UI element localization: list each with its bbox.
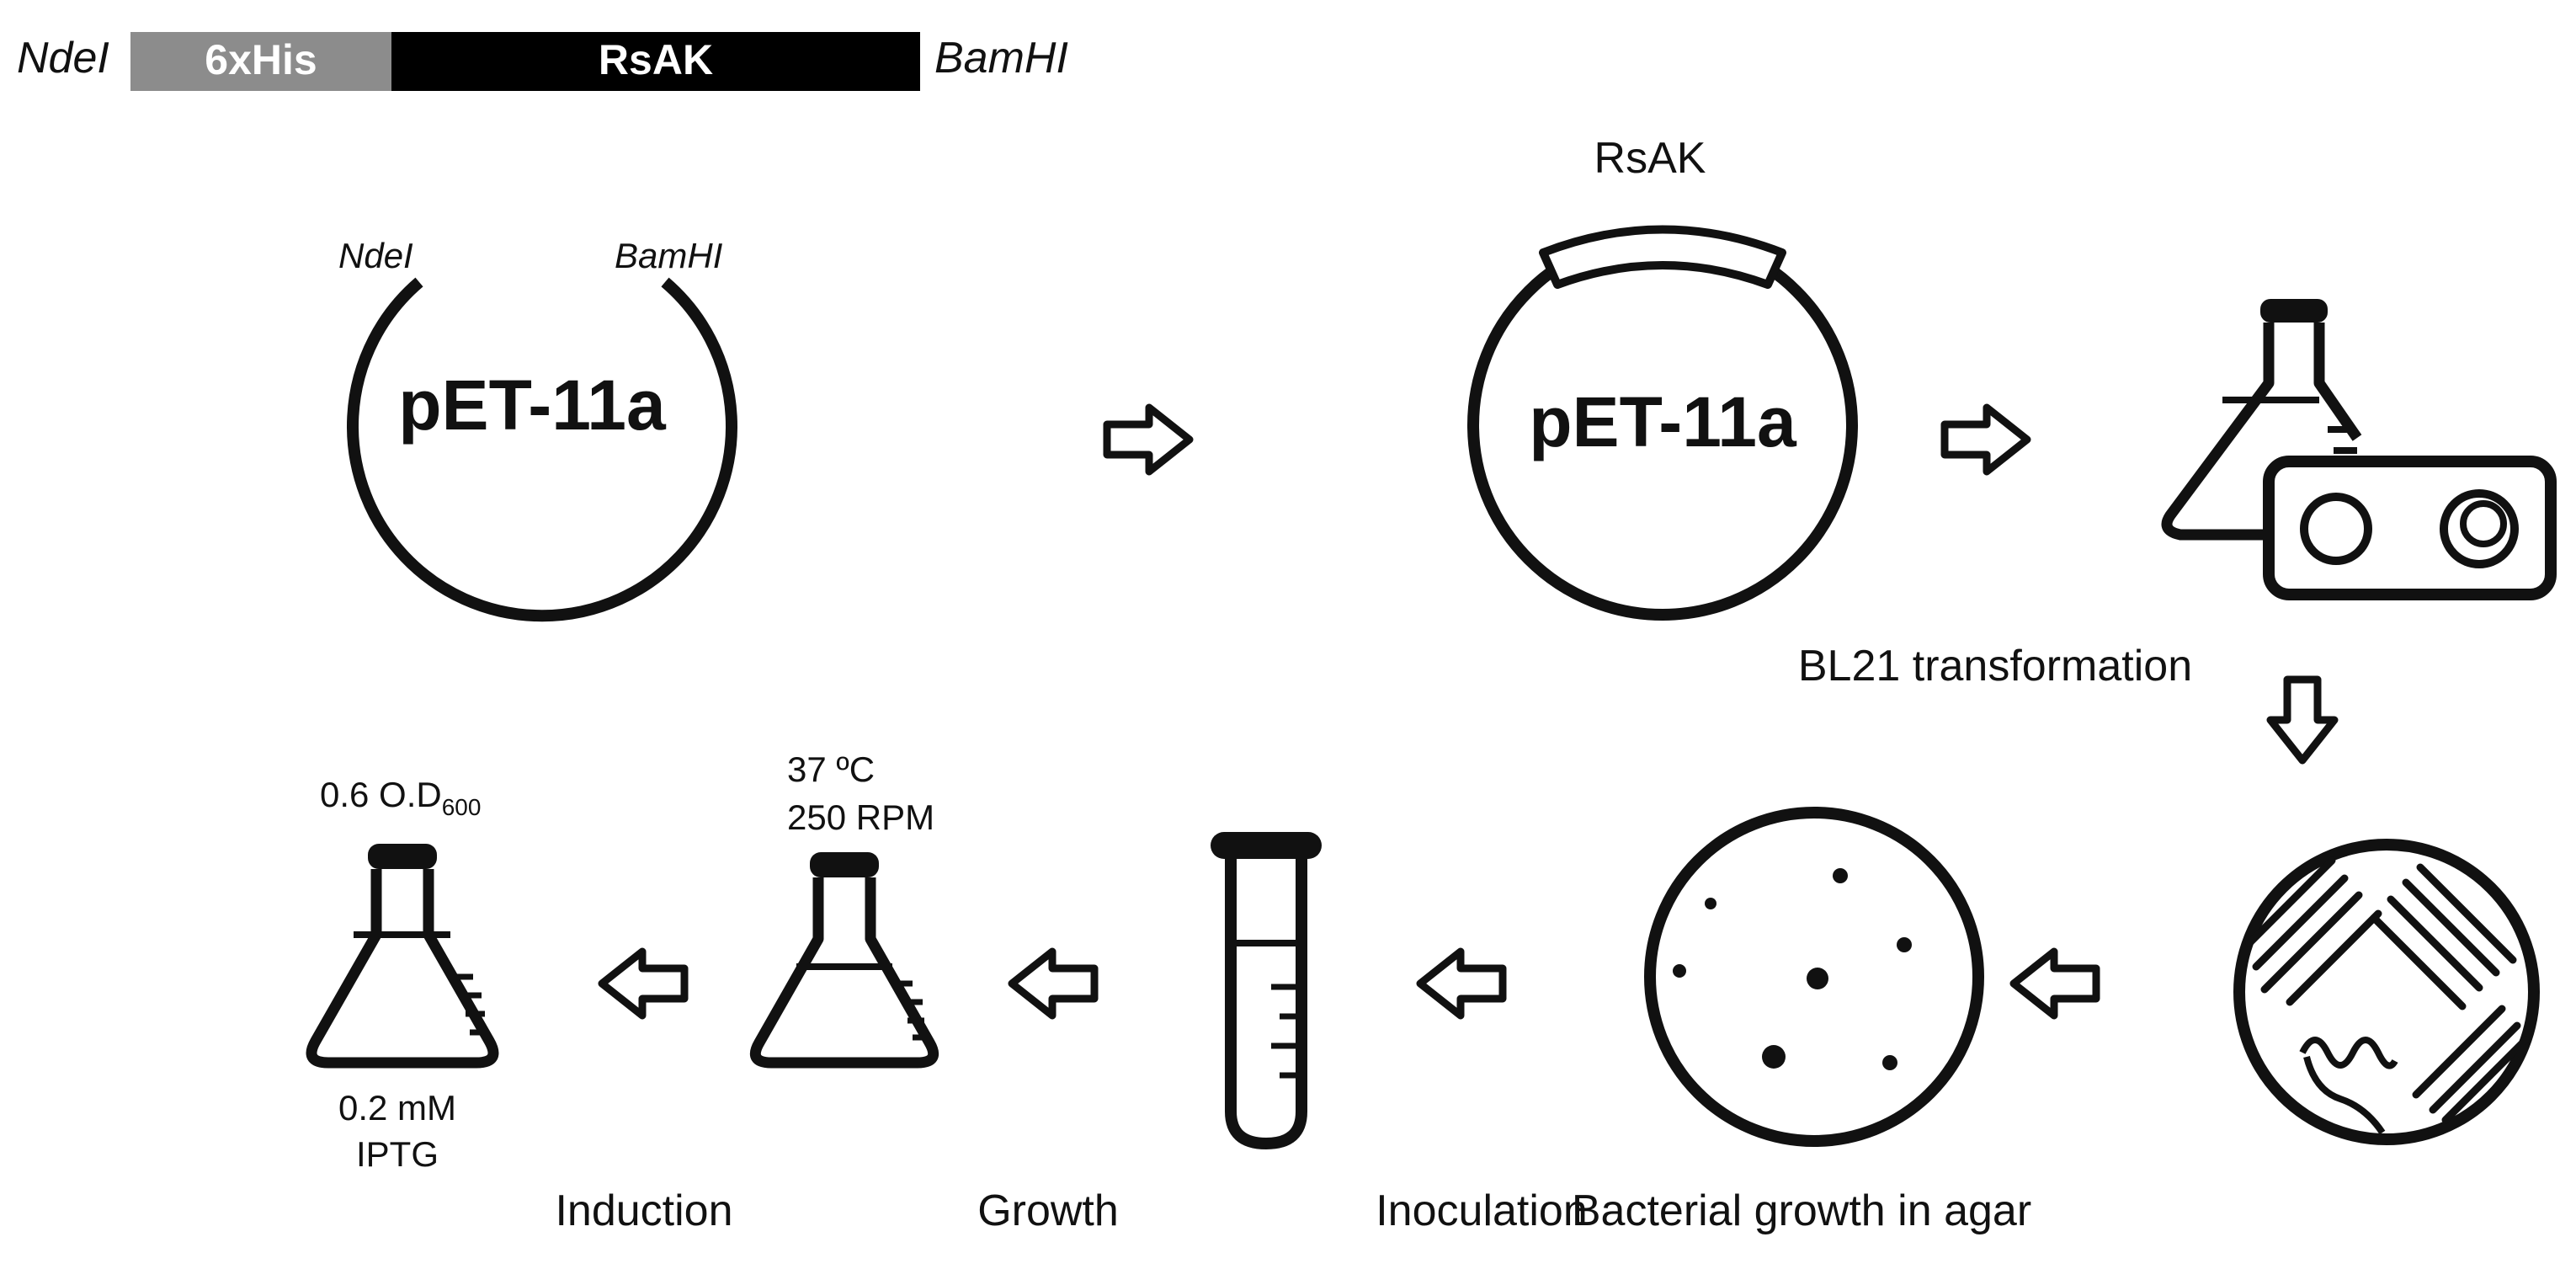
flask-icon bbox=[749, 852, 939, 1069]
arrow-icon bbox=[598, 947, 689, 1020]
iptg-concentration-label: 0.2 mM bbox=[338, 1088, 456, 1128]
empty-vector: NdeI BamHI pET-11a bbox=[338, 236, 737, 622]
flask-icon bbox=[2161, 299, 2362, 541]
petri-dish-icon bbox=[1644, 807, 1984, 1147]
od-label: 0.6 O.D600 bbox=[320, 775, 481, 820]
recombinant-plasmid: RsAK pET-11a bbox=[1467, 134, 1858, 621]
iptg-label: IPTG bbox=[356, 1134, 439, 1174]
construct-bamhi-label: BamHI bbox=[934, 34, 1068, 83]
streaked-plate-icon bbox=[2233, 839, 2540, 1145]
arrow-icon bbox=[1416, 947, 1507, 1020]
rsak-gene-segment bbox=[391, 32, 920, 91]
arrow-icon bbox=[1103, 403, 1194, 476]
transformation-label: BL21 transformation bbox=[1798, 642, 2192, 690]
construct-ndei-label: NdeI bbox=[17, 34, 109, 83]
vector-ndei-label: NdeI bbox=[338, 236, 413, 275]
temperature-label: 37 ºC bbox=[787, 749, 875, 789]
rsak-gene-label: RsAK bbox=[599, 36, 713, 83]
vector-name: pET-11a bbox=[398, 365, 667, 445]
agar-label: Bacterial growth in agar bbox=[1572, 1186, 2031, 1235]
speed-label: 250 RPM bbox=[787, 797, 934, 837]
culture-plate-icon bbox=[2263, 456, 2557, 600]
vector-circle bbox=[347, 277, 737, 622]
his-tag-segment bbox=[130, 32, 391, 91]
gene-construct: NdeI 6xHis RsAK BamHI bbox=[17, 32, 1068, 91]
induction-label: Induction bbox=[555, 1186, 732, 1235]
his-tag-label: 6xHis bbox=[205, 36, 317, 83]
arrow-icon bbox=[2266, 675, 2339, 765]
arrow-icon bbox=[1940, 403, 2031, 476]
plasmid-name: pET-11a bbox=[1529, 382, 1797, 461]
test-tube-icon bbox=[1211, 832, 1322, 1150]
vector-bamhi-label: BamHI bbox=[615, 236, 723, 275]
transformation-icon bbox=[2161, 299, 2557, 600]
growth-label: Growth bbox=[977, 1186, 1119, 1235]
flask-icon bbox=[306, 844, 499, 1069]
insert-segment bbox=[1539, 225, 1786, 289]
inoculation-label: Inoculation bbox=[1376, 1186, 1588, 1235]
arrow-icon bbox=[1008, 947, 1099, 1020]
insert-label: RsAK bbox=[1594, 134, 1706, 183]
arrow-icon bbox=[2009, 947, 2100, 1020]
